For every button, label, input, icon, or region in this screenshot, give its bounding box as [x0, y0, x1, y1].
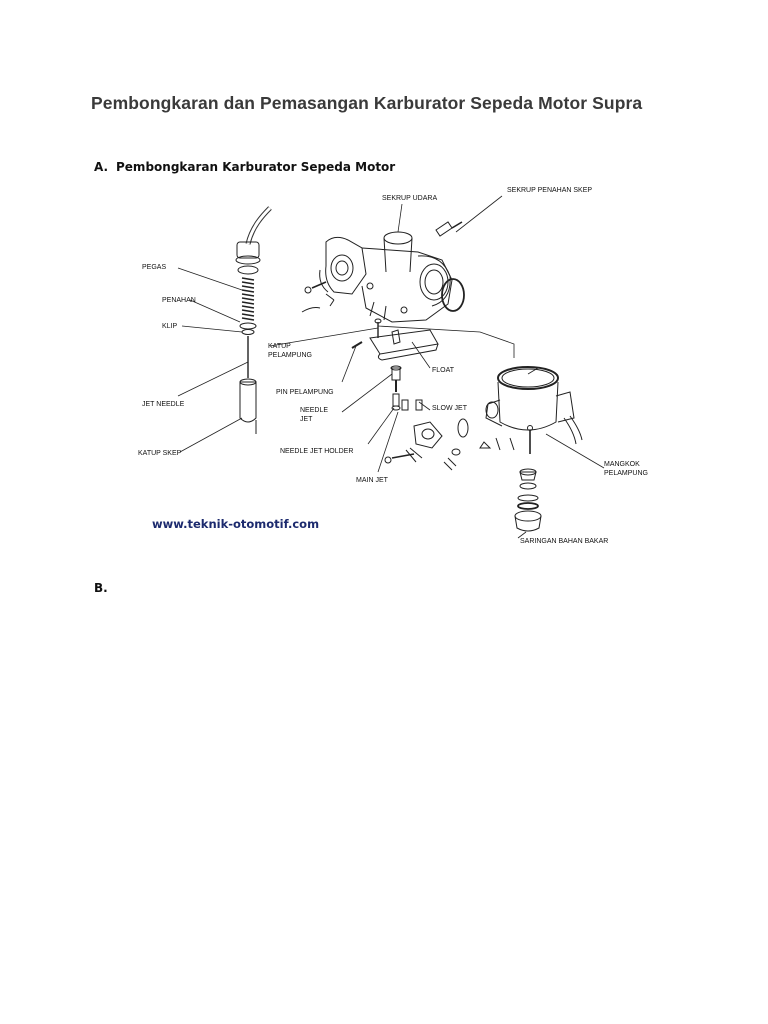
label-needle-jet-line1: NEEDLE: [300, 407, 328, 414]
label-needle-jet-holder: NEEDLE JET HOLDER: [280, 448, 353, 455]
label-sekrup-udara: SEKRUP UDARA: [382, 195, 437, 202]
carburetor-diagram-svg: SEKRUP UDARA SEKRUP PENAHAN SKEP PEGAS P…: [138, 187, 648, 545]
label-main-jet: MAIN JET: [356, 477, 389, 484]
label-saringan-bahan-bakar: SARINGAN BAHAN BAKAR: [520, 538, 608, 545]
watermark-url: www.teknik-otomotif.com: [152, 517, 319, 531]
label-pin-pelampung: PIN PELAMPUNG: [276, 389, 334, 396]
carburetor-body-drawing: [301, 221, 465, 323]
page-title: Pembongkaran dan Pemasangan Karburator S…: [91, 93, 643, 113]
label-mangkok-pelampung-line1: MANGKOK: [604, 461, 640, 468]
label-mangkok-pelampung-line2: PELAMPUNG: [604, 470, 648, 477]
label-float: FLOAT: [432, 367, 455, 374]
throttle-assembly-drawing: [235, 206, 272, 434]
label-needle-jet-line2: JET: [300, 416, 313, 423]
label-penahan: PENAHAN: [162, 297, 196, 304]
label-katup-pelampung-line1: KATUP: [268, 343, 291, 350]
section-a-heading: A. Pembongkaran Karburator Sepeda Motor: [94, 160, 395, 174]
float-assembly-drawing: [351, 318, 439, 361]
label-pegas: PEGAS: [142, 264, 166, 271]
float-bowl-drawing: [384, 366, 583, 532]
label-katup-skep: KATUP SKEP: [138, 450, 182, 457]
leader-lines: [177, 195, 605, 539]
section-a-marker: A.: [94, 160, 109, 174]
section-b-heading: B.: [94, 581, 116, 595]
carburetor-exploded-diagram: SEKRUP UDARA SEKRUP PENAHAN SKEP PEGAS P…: [130, 182, 670, 552]
label-jet-needle: JET NEEDLE: [142, 401, 185, 408]
label-klip: KLIP: [162, 323, 178, 330]
label-sekrup-penahan-skep: SEKRUP PENAHAN SKEP: [507, 187, 592, 194]
section-a-text: Pembongkaran Karburator Sepeda Motor: [116, 160, 396, 174]
jets-drawing: [390, 365, 423, 411]
label-katup-pelampung-line2: PELAMPUNG: [268, 352, 312, 359]
label-slow-jet: SLOW JET: [432, 405, 468, 412]
section-b-marker: B.: [94, 581, 108, 595]
